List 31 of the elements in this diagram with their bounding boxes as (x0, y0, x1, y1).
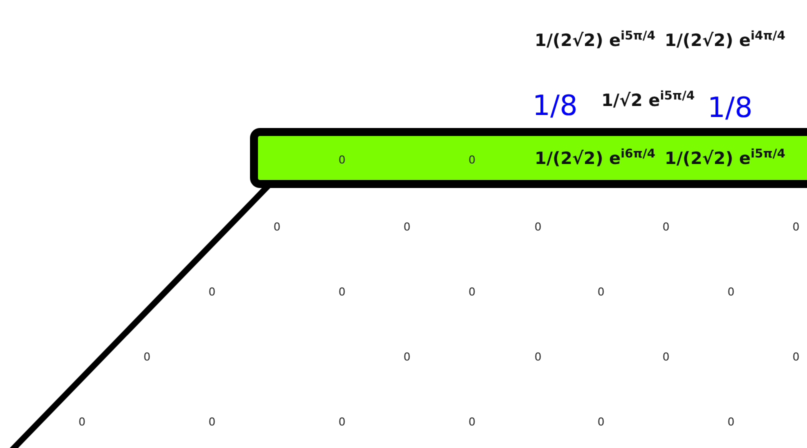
math-expression: 1/√2 e$^{i5π/4}$ (601, 88, 695, 112)
value-label: 0 (338, 285, 346, 299)
value-label: 0 (338, 153, 346, 167)
value-label: 0 (534, 350, 542, 364)
probability-label: 1/8 (707, 91, 753, 125)
value-label: 0 (534, 220, 542, 234)
value-label: 0 (662, 350, 670, 364)
value-label: 0 (598, 415, 604, 429)
math-expression: 1/(2√2) e$^{i6π/4}$ (534, 146, 656, 170)
value-label: 0 (404, 220, 410, 234)
value-label: 0 (338, 415, 346, 429)
value-label: 0 (404, 350, 410, 364)
value-label: 0 (728, 285, 734, 299)
value-label: 0 (792, 350, 800, 364)
value-label: 0 (728, 415, 734, 429)
probability-label: 1/8 (532, 89, 578, 123)
value-label: 0 (792, 220, 800, 234)
value-label: 0 (468, 415, 476, 429)
value-label: 0 (144, 350, 150, 364)
value-label: 0 (598, 285, 604, 299)
math-expression: 1/(2√2) e$^{i4π/4}$ (664, 28, 786, 52)
value-label: 0 (78, 415, 86, 429)
value-label: 0 (468, 285, 476, 299)
math-expression: 1/(2√2) e$^{i5π/4}$ (664, 146, 786, 170)
value-label: 0 (208, 285, 216, 299)
highlight-band (250, 128, 807, 188)
value-label: 0 (208, 415, 216, 429)
value-label: 0 (274, 220, 280, 234)
math-expression: 1/(2√2) e$^{i5π/4}$ (534, 28, 656, 52)
value-label: 0 (468, 153, 476, 167)
value-label: 0 (662, 220, 670, 234)
